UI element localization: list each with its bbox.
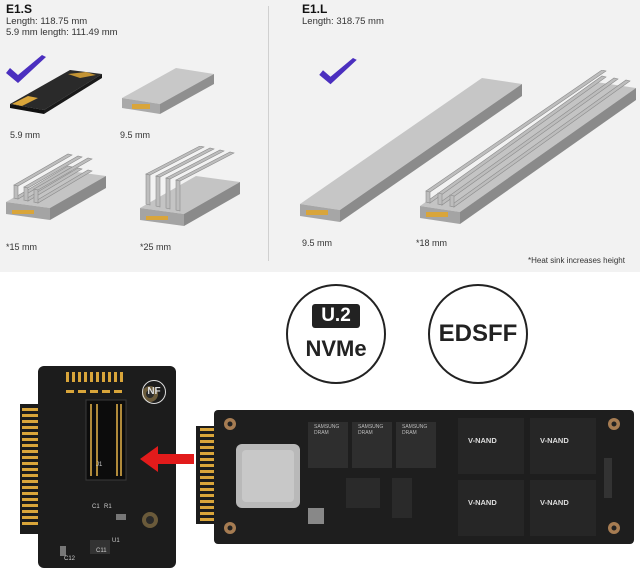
nand-label: V-NAND — [540, 498, 569, 507]
nand-label: V-NAND — [468, 436, 497, 445]
heatsink-note: *Heat sink increases height — [528, 256, 625, 265]
e1s-variant-label: *25 mm — [140, 242, 172, 252]
e1l-title: E1.L — [302, 2, 328, 16]
e1s-length-59: 5.9 mm length: 111.49 mm — [6, 27, 118, 38]
u2-label: U.2 — [312, 304, 360, 328]
silkscreen-label: R1 — [104, 504, 112, 510]
e1s-title: E1.S — [6, 2, 33, 16]
nvme-label: NVMe — [305, 336, 367, 361]
adapter-board — [20, 366, 176, 568]
edsff-badge: EDSFF — [428, 284, 528, 384]
arrow-left-icon — [140, 446, 194, 472]
e1l-variant-label: 9.5 mm — [302, 238, 333, 248]
dram-label: SAMSUNG DRAM — [358, 424, 384, 436]
e1s-9.5mm-drive — [122, 68, 214, 114]
nf-logo: NF — [142, 380, 166, 404]
dram-label: SAMSUNG DRAM — [402, 424, 428, 436]
nand-label: V-NAND — [468, 498, 497, 507]
edsff-label: EDSFF — [438, 320, 518, 347]
e1s-15mm-drive — [6, 153, 106, 220]
silkscreen-label: C11 — [96, 548, 107, 554]
e1s-variant-label: *15 mm — [6, 242, 38, 252]
e1l-variant-label: *18 mm — [416, 238, 448, 248]
e1l-length: Length: 318.75 mm — [302, 16, 384, 27]
u2-nvme-badge: U.2 NVMe — [286, 284, 386, 384]
silkscreen-label: C12 — [64, 556, 76, 562]
e1s-5.9mm-drive — [10, 70, 102, 114]
silkscreen-label: U1 — [112, 538, 120, 544]
panel-divider — [268, 6, 269, 261]
edsff-ssd-board — [196, 410, 634, 544]
e1s-length: Length: 118.75 mm — [6, 16, 88, 27]
e1l-9.5mm-drive — [300, 78, 522, 222]
e1s-25mm-drive — [140, 146, 240, 226]
silkscreen-label: C1 — [92, 504, 100, 510]
e1s-variant-label: 5.9 mm — [10, 130, 41, 140]
nand-label: V-NAND — [540, 436, 569, 445]
checkmark-icon — [6, 55, 46, 83]
e1l-18mm-drive — [420, 70, 636, 224]
checkmark-icon — [319, 58, 357, 85]
dram-label: SAMSUNG DRAM — [314, 424, 340, 436]
e1s-variant-label: 9.5 mm — [120, 130, 151, 140]
silkscreen-label: J1 — [96, 462, 103, 468]
